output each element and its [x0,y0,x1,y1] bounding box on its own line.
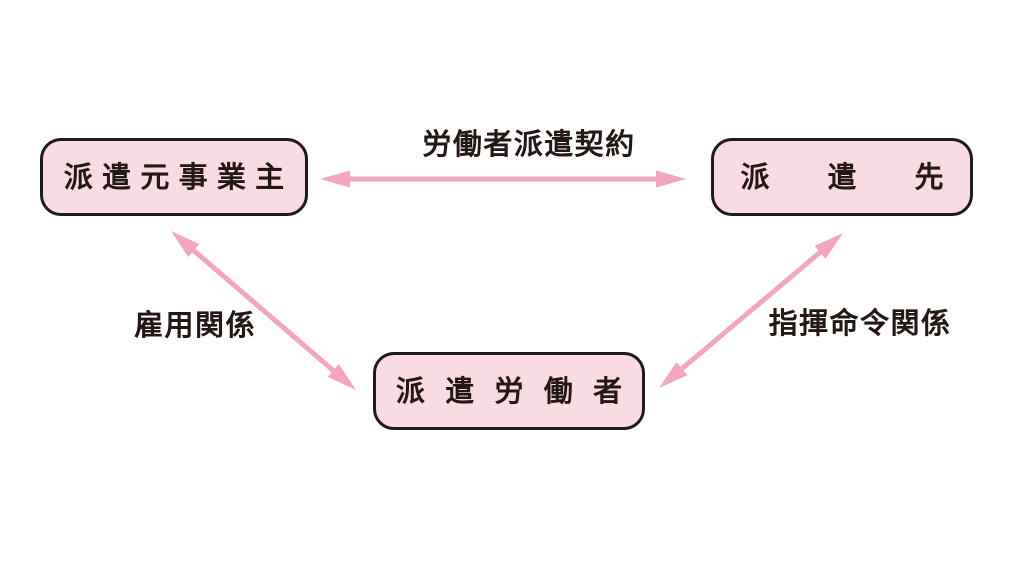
employment-relation-label: 雇用関係 [134,308,256,342]
node-dispatched-worker-label: 派遣労働者 [395,373,643,408]
command-relation-label: 指揮命令関係 [768,306,952,340]
node-client-company: 派遣先 [711,138,973,216]
node-dispatching-employer: 派遣元事業主 [40,138,308,216]
arrowhead-icon [171,231,200,258]
arrowhead-icon [659,362,688,388]
arrowhead-icon [814,233,843,259]
node-dispatched-worker: 派遣労働者 [373,352,645,430]
arrowhead-icon [320,170,350,188]
node-client-company-label: 派遣先 [740,159,1002,194]
node-dispatching-employer-label: 派遣元事業主 [63,159,294,194]
dispatch-contract-label: 労働者派遣契約 [422,127,636,161]
arrowhead-icon [327,363,356,390]
dispatch-contract-arrow [320,170,686,188]
arrowhead-icon [656,170,686,188]
